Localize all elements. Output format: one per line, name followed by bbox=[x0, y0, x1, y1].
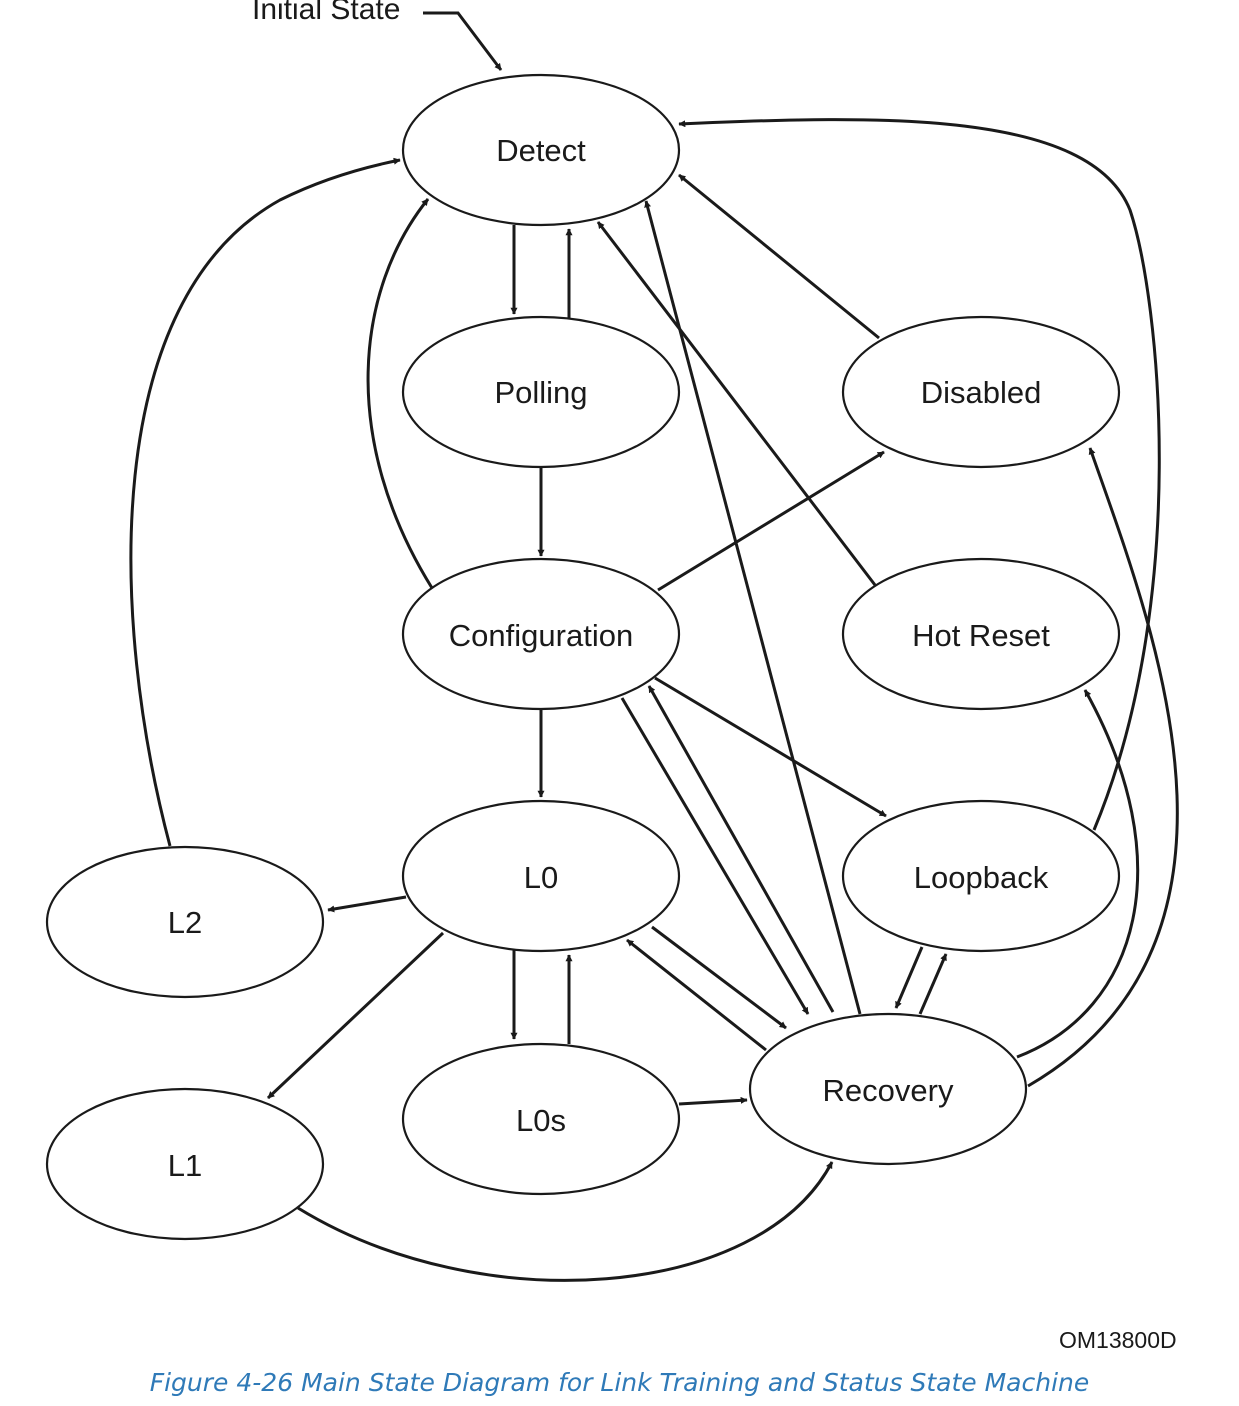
state-recovery-shape bbox=[748, 1012, 1028, 1166]
edge-configuration-to-recovery bbox=[620, 697, 810, 1015]
state-l1-label: L1 bbox=[168, 1148, 202, 1183]
state-loopback-label: Loopback bbox=[914, 860, 1049, 895]
edge-recovery-to-l0 bbox=[626, 938, 767, 1052]
state-loopback-shape bbox=[841, 799, 1121, 953]
state-detect-label: Detect bbox=[496, 133, 586, 168]
edge-recovery-to-loopback bbox=[918, 953, 948, 1015]
edge-loopback-to-detect bbox=[678, 118, 1161, 831]
edge-recovery-to-disabled bbox=[1027, 447, 1179, 1088]
state-configuration-shape bbox=[401, 557, 681, 711]
state-l1: L1 bbox=[45, 1087, 325, 1241]
edge-l1-to-recovery bbox=[297, 1161, 834, 1282]
state-l1-shape bbox=[45, 1087, 325, 1241]
transition-edges bbox=[129, 118, 1179, 1282]
edge-disabled-to-detect bbox=[678, 173, 880, 340]
initial-state-arrow bbox=[423, 11, 503, 71]
edge-l0-to-recovery bbox=[651, 925, 787, 1030]
state-detect: Detect bbox=[401, 73, 681, 227]
edge-l0s-to-recovery bbox=[678, 1096, 748, 1106]
state-polling-label: Polling bbox=[494, 375, 587, 410]
edge-l0-to-l1 bbox=[266, 931, 445, 1100]
state-l0-label: L0 bbox=[524, 860, 558, 895]
state-l0s-label: L0s bbox=[516, 1103, 566, 1138]
edge-loopback-to-recovery bbox=[894, 946, 924, 1009]
ltssm-state-diagram: Initial State Detect Polli bbox=[45, 0, 1179, 1282]
state-disabled-shape bbox=[841, 315, 1121, 469]
state-disabled: Disabled bbox=[841, 315, 1121, 469]
edge-recovery-to-detect bbox=[644, 200, 862, 1015]
state-l2-shape bbox=[45, 845, 325, 999]
state-hot-reset-label: Hot Reset bbox=[912, 618, 1050, 653]
state-polling-shape bbox=[401, 315, 681, 469]
edge-recovery-to-configuration bbox=[647, 685, 835, 1013]
state-l0s: L0s bbox=[401, 1042, 681, 1196]
state-recovery-label: Recovery bbox=[823, 1073, 954, 1108]
figure-id: OM13800D bbox=[1059, 1327, 1177, 1353]
state-detect-shape bbox=[401, 73, 681, 227]
state-l0-shape bbox=[401, 799, 681, 953]
state-l0: L0 bbox=[401, 799, 681, 953]
state-hot-reset-shape bbox=[841, 557, 1121, 711]
state-l2-label: L2 bbox=[168, 905, 202, 940]
state-configuration-label: Configuration bbox=[449, 618, 633, 653]
edge-configuration-to-detect bbox=[366, 198, 434, 589]
state-disabled-label: Disabled bbox=[921, 375, 1042, 410]
state-polling: Polling bbox=[401, 315, 681, 469]
edge-l2-to-detect bbox=[129, 157, 401, 847]
state-loopback: Loopback bbox=[841, 799, 1121, 953]
edge-configuration-to-disabled bbox=[657, 450, 885, 592]
state-configuration: Configuration bbox=[401, 557, 681, 711]
edge-recovery-to-hot-reset bbox=[1016, 689, 1140, 1059]
state-l0s-shape bbox=[401, 1042, 681, 1196]
state-recovery: Recovery bbox=[748, 1012, 1028, 1166]
state-l2: L2 bbox=[45, 845, 325, 999]
edge-hot-reset-to-detect bbox=[596, 221, 877, 586]
edge-l0-to-l2 bbox=[327, 895, 407, 913]
initial-state-label: Initial State bbox=[252, 0, 400, 26]
edge-configuration-to-loopback bbox=[654, 676, 887, 818]
figure-caption: Figure 4-26 Main State Diagram for Link … bbox=[149, 1368, 1090, 1397]
state-hot-reset: Hot Reset bbox=[841, 557, 1121, 711]
